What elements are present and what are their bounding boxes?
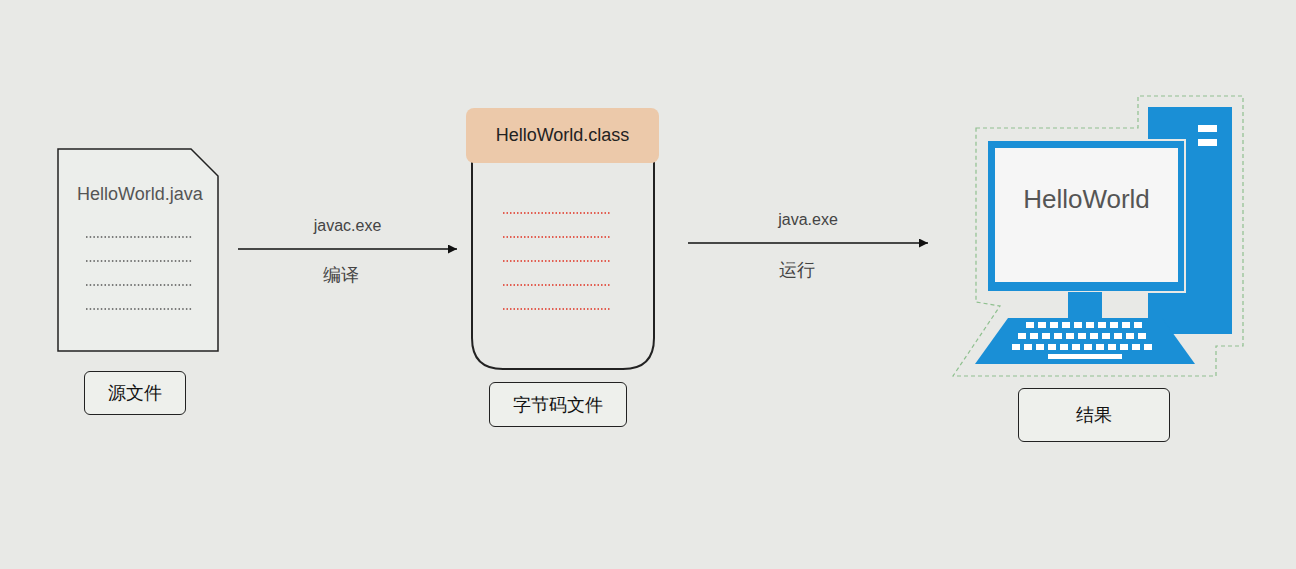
bytecode-file: HelloWorld.class xyxy=(466,108,659,370)
red-dotted-lines xyxy=(503,213,611,309)
source-file: HelloWorld.java xyxy=(57,148,219,352)
node-shape xyxy=(466,108,659,370)
container-outline xyxy=(472,128,654,369)
step-label: 运行 xyxy=(779,258,815,282)
node-shape xyxy=(952,96,1244,378)
caption-box: 源文件 xyxy=(84,371,186,415)
dashed-outline xyxy=(953,96,1243,376)
keys xyxy=(1012,322,1152,359)
node-label: 源文件 xyxy=(108,381,162,405)
monitor-stand xyxy=(1068,292,1102,318)
monitor xyxy=(987,140,1185,292)
node-shape xyxy=(57,148,219,352)
arrow-line xyxy=(688,242,928,244)
caption-box: 字节码文件 xyxy=(489,382,627,427)
document-outline xyxy=(58,149,218,351)
computer: HelloWorld xyxy=(952,96,1244,378)
node-label: HelloWorld.java xyxy=(77,184,203,205)
node-label: HelloWorld.class xyxy=(466,108,659,163)
arrow-line xyxy=(238,248,457,250)
dotted-lines xyxy=(86,237,193,309)
caption-box: 结果 xyxy=(1018,388,1170,442)
tower-slot xyxy=(1198,125,1217,132)
keyboard xyxy=(975,318,1195,364)
tower-slot xyxy=(1198,139,1217,146)
node-label: 字节码文件 xyxy=(513,393,603,417)
node-label: HelloWorld xyxy=(995,184,1178,215)
node-label: 结果 xyxy=(1076,403,1112,427)
screen xyxy=(995,148,1178,282)
edge-label: java.exe xyxy=(778,211,838,229)
step-label: 编译 xyxy=(323,263,359,287)
edge-label: javac.exe xyxy=(314,217,382,235)
header-band xyxy=(466,108,659,163)
